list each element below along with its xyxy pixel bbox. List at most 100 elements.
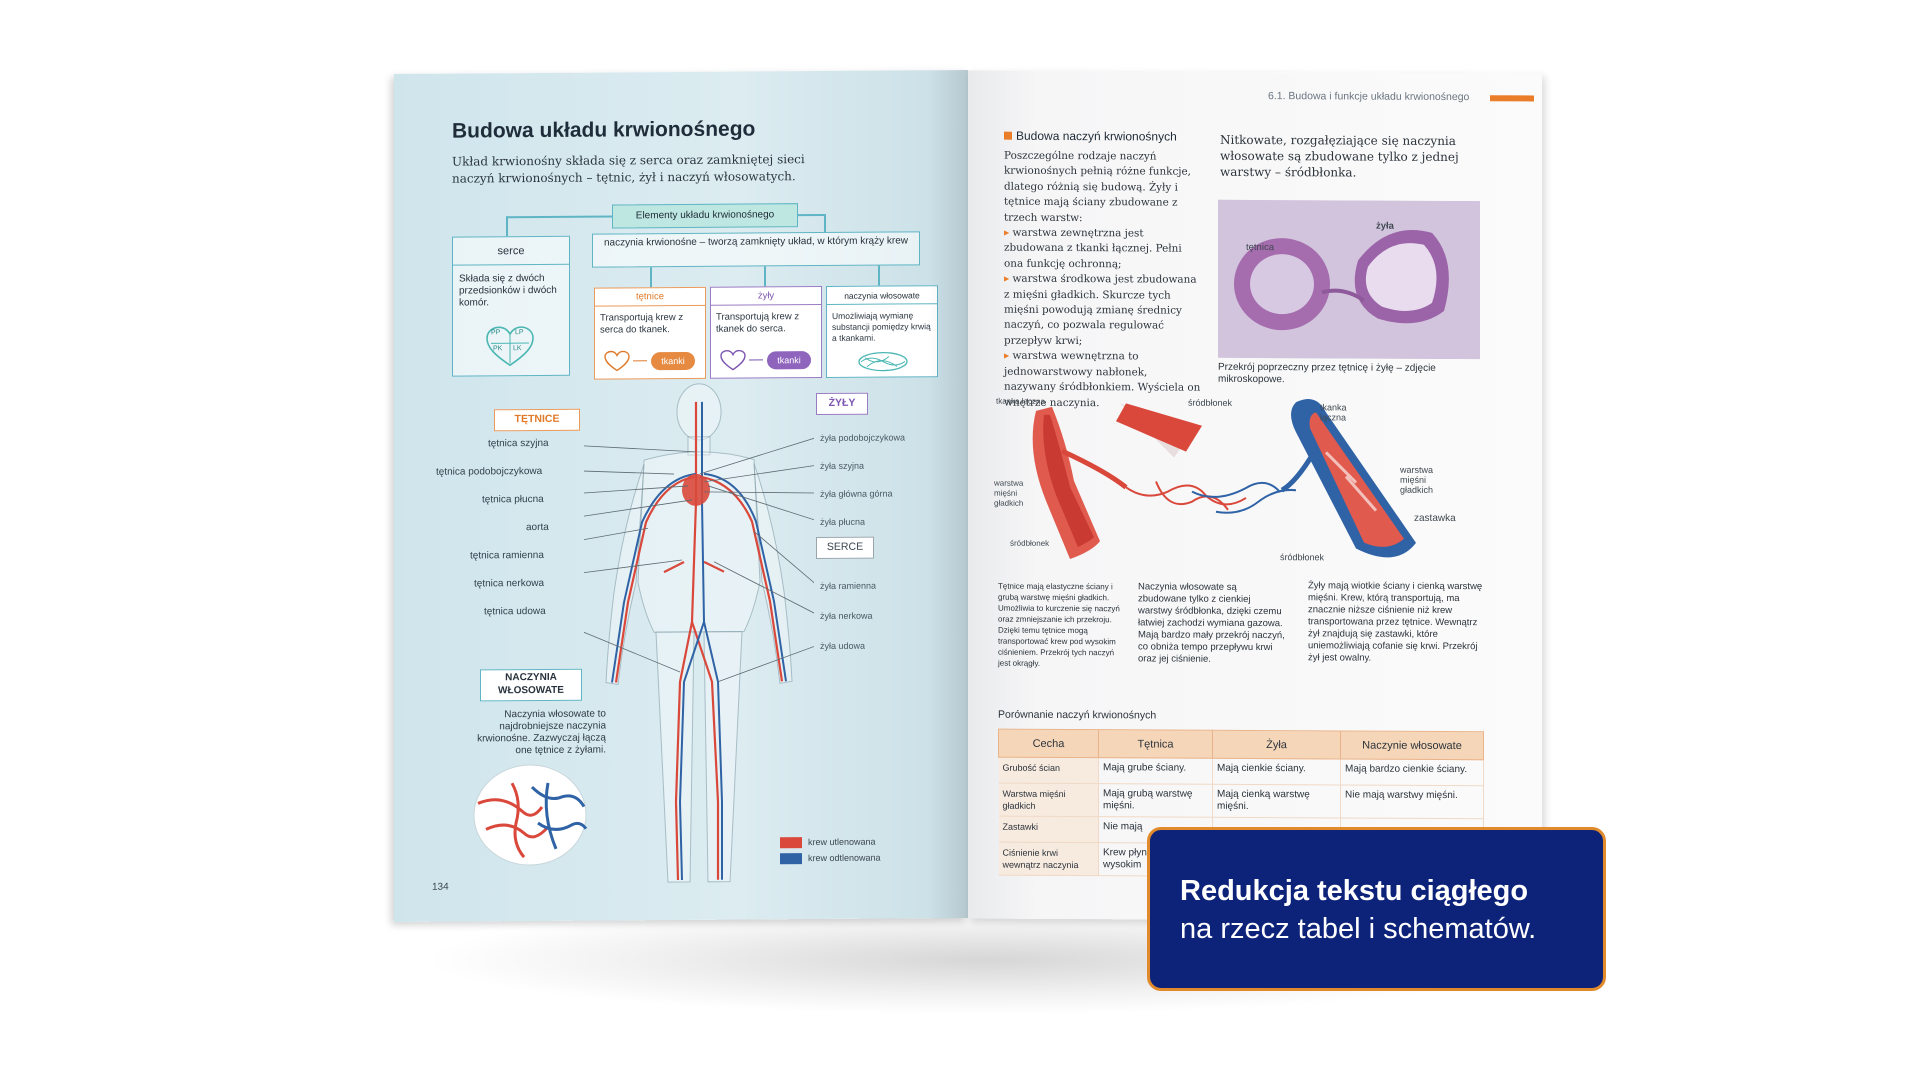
table-cell: Mają grubą warstwę mięśni. [1098,783,1213,818]
table-row: Warstwa mięśni gładkich Mają grubą warst… [998,783,1484,819]
table-header: Cecha [998,729,1099,758]
page-title: Budowa układu krwionośnego [452,117,756,143]
capillaries-box: naczynia włosowate Umożliwiają wymianę s… [826,285,938,378]
heart-chambers-icon [486,326,534,367]
chamber-lp: LP [515,329,524,337]
table-cell: Warstwa mięśni gładkich [998,783,1099,817]
vessel-label: warstwa mięśni gładkich [1400,464,1434,495]
vein-label: żyła nerkowa [820,610,873,622]
artery-label: tętnica nerkowa [474,577,545,590]
layer-item: ▸ warstwa zewnętrzna jest zbudowana z tk… [1004,226,1182,271]
table-row: Grubość ścian Mają grube ściany. Mają ci… [998,757,1484,786]
arteries-caption: Tętnice mają elastyczne ściany i grubą w… [998,581,1120,668]
left-page: Budowa układu krwionośnego Układ krwiono… [394,69,968,923]
page-number: 134 [432,881,449,893]
microscope-section-illustration [1218,199,1480,360]
table-cell: Nie mają warstwy mięśni. [1340,784,1484,819]
vessel-label: śródbłonek [1010,538,1050,548]
vessel-label: śródbłonek [1188,397,1233,408]
vein-label: żyła ramienna [820,580,877,592]
artery-label: tętnica podobojczykowa [436,465,543,478]
veins-caption: Żyły mają wiotkie ściany i cienką warstw… [1308,580,1483,664]
arrow-right-icon [633,360,647,362]
microscope-caption: Przekrój poprzeczny przez tętnicę i żyłę… [1218,361,1436,386]
tissues-tag: tkanki [767,351,811,370]
section-marker [1004,131,1012,140]
layer-text: warstwa zewnętrzna jest zbudowana z tkan… [1004,226,1182,271]
circulatory-system-illustration [584,383,814,883]
table-cell: Mają bardzo cienkie ściany. [1340,758,1484,786]
connector [650,267,652,288]
legend-swatch-oxygenated [780,837,802,849]
layer-item: ▸ warstwa środkowa jest zbudowana z mięś… [1004,272,1197,347]
vein-label: żyła główna górna [820,488,893,500]
vein-label: żyła podobojczykowa [820,432,906,444]
vein-label: żyła szyjna [820,460,865,472]
arteries-label: TĘTNICE [494,408,580,432]
callout-line-2: na rzecz tabel i schematów. [1180,913,1537,945]
table-header: Żyła [1212,730,1341,759]
chapter-heading: 6.1. Budowa i funkcje układu krwionośneg… [1268,90,1470,104]
artery-label: tętnica udowa [484,605,546,618]
body-intro: Poszczególne rodzaje naczyń krwionośnych… [1004,149,1191,224]
table-header-row: Cecha Tętnica Żyła Naczynie włosowate [998,729,1484,760]
artery-label: tętnica szyjna [488,437,549,450]
heart-outline-icon [720,349,746,371]
vessel-label: warstwa mięśni gładkich [994,478,1024,508]
legend-swatch-deoxygenated [780,853,802,865]
chamber-pk: PK [493,345,503,353]
body-text-left: Poszczególne rodzaje naczyń krwionośnych… [1004,149,1202,412]
chapter-bar [1490,95,1534,102]
veins-label: ŻYŁY [816,392,868,416]
microscope-image [1218,199,1480,360]
tissues-tag: tkanki [651,351,695,371]
diagram-header: Elementy układu krwionośnego [612,203,798,229]
veins-box-title: żyły [711,287,821,306]
capillaries-caption: Naczynia włosowate są zbudowane tylko z … [1138,581,1285,665]
blood-vessels-illustration [1032,399,1416,560]
arteries-box: tętnice Transportują krew z serca do tka… [594,286,706,380]
connector [506,216,508,237]
legend-deoxygenated: krew odtlenowana [808,852,881,864]
veins-box-text: Transportują krew z tkanek do serca. [716,311,800,335]
chamber-lk: LK [513,345,522,353]
heart-outline-icon [604,350,630,372]
intro-text: Układ krwionośny składa się z serca oraz… [452,152,805,186]
table-title: Porównanie naczyń krwionośnych [998,708,1157,722]
table-header: Naczynie włosowate [1340,730,1484,760]
vein-label: żyła płucna [820,516,866,528]
arteries-box-text: Transportują krew z serca do tkanek. [600,311,684,336]
vessel-label: tkanka łączna [996,396,1045,406]
table-cell: Zastawki [998,816,1099,843]
callout-line-1: Redukcja tekstu ciągłego [1180,875,1529,907]
table-cell: Mają cienkie ściany. [1212,758,1341,785]
vessels-box-title: naczynia krwionośne – tworzą zamknięty u… [604,235,908,249]
vessel-label: zastawka [1414,512,1456,525]
vein-label: żyła udowa [820,640,866,652]
arteries-box-title: tętnice [595,287,705,307]
capillaries-label: NACZYNIA WŁOSOWATE [480,668,582,702]
capillary-bed-illustration [473,764,588,866]
section-title-text: Budowa naczyń krwionośnych [1016,128,1177,144]
capillaries-box-title: naczynia włosowate [827,286,937,305]
layer-text: warstwa środkowa jest zbudowana z mięśni… [1004,272,1197,347]
table-cell: Grubość ścian [998,757,1099,784]
connector [824,213,826,233]
connector [506,215,612,218]
artery-label: aorta [526,521,549,534]
heart-box: serce Składa się z dwóch przedsionków i … [452,235,570,377]
connector [878,265,880,286]
table-cell: Mają grube ściany. [1098,757,1213,785]
capillaries-description: Naczynia włosowate to najdrobniejsze nac… [477,708,606,757]
connector [764,266,766,287]
legend-oxygenated: krew utlenowana [808,836,876,848]
heart-box-text: Składa się z dwóch przedsionków i dwóch … [459,272,557,309]
table-header: Tętnica [1098,729,1213,759]
vein-micro-label: żyła [1376,220,1394,232]
vessels-box: naczynia krwionośne – tworzą zamknięty u… [592,231,920,268]
section-title: Budowa naczyń krwionośnych [1004,129,1177,144]
connector [798,214,824,216]
promo-callout: Redukcja tekstu ciągłego na rzecz tabel … [1147,827,1606,991]
vessel-label: tkanka łączna [1320,402,1347,423]
